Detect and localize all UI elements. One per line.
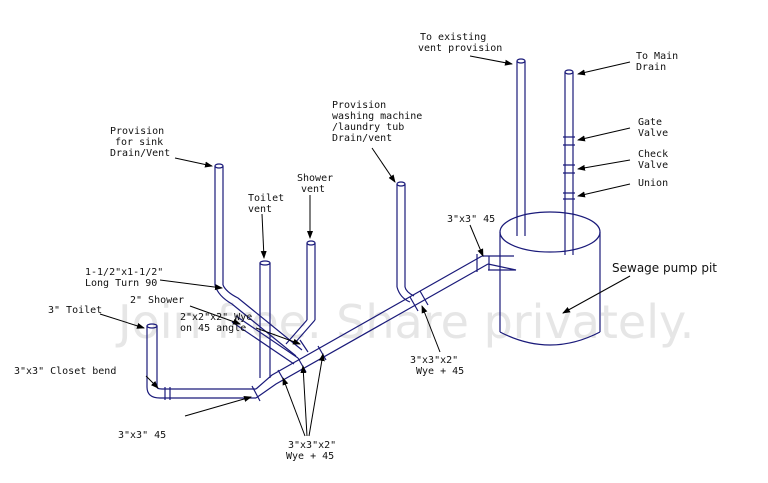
leader-closet-bend [145, 375, 159, 389]
leader-check-valve [577, 159, 631, 171]
sewage-pit-top [499, 211, 601, 253]
label-sink-line3: Drain/Vent [110, 148, 170, 159]
label-washer-line4: Drain/vent [332, 133, 392, 144]
label-sewage-pit: Sewage pump pit [612, 261, 717, 275]
label-long-turn-line2: Long Turn 90 [85, 278, 157, 289]
leader-3x3-45-lower [184, 396, 252, 417]
main-horizontal-pipe [160, 388, 256, 399]
leader-washer [371, 147, 396, 183]
fitting-3x3-45-lower-shape [251, 385, 261, 402]
leader-main-drain [577, 61, 631, 76]
label-wye-2x2x2-line1: 2"x2"x2" Wye [180, 312, 252, 323]
watermark: Join free. Share privately. [115, 295, 694, 349]
main-drain-pipe [564, 72, 574, 255]
leader-long-turn [159, 279, 223, 291]
label-existing-vent-line1: To existing [420, 32, 486, 43]
fitting-3x3-45-upper-shape [476, 254, 490, 272]
label-gate-valve-line1: Gate [638, 117, 662, 128]
leader-3x3-45-upper [469, 224, 484, 257]
leader-wye-bottom-3 [308, 353, 325, 437]
label-shower-2in: 2" Shower [130, 295, 184, 306]
vent-provision-opening [516, 58, 526, 64]
label-wye-2x2x2-line2: on 45 angle [180, 323, 246, 334]
label-washer-line3: /laundry tub [332, 122, 404, 133]
label-long-turn-line1: 1-1/2"x1-1/2" [85, 267, 163, 278]
label-existing-vent-line2: vent provision [418, 43, 502, 54]
toilet-vent-pipe [259, 263, 271, 378]
label-wye-right-line1: 3"x3"x2" [410, 355, 458, 366]
label-gate-valve-line2: Valve [638, 128, 668, 139]
sink-riser-pipe [214, 166, 224, 285]
label-washer-line1: Provision [332, 100, 386, 111]
label-washer-line2: washing machine [332, 111, 422, 122]
shower-branch-pipe [231, 315, 299, 365]
leader-sewage-pit [562, 275, 631, 314]
label-sink-line2: for sink [115, 137, 163, 148]
pit-inlet-pipe [482, 255, 517, 271]
gate-valve-shape [563, 136, 575, 146]
wye-right-fitting [409, 290, 429, 312]
label-3x3-45-lower: 3"x3" 45 [118, 430, 166, 441]
label-wye-bottom-line1: 3"x3"x2" [288, 440, 336, 451]
washer-elbow [396, 286, 415, 303]
leader-gate-valve [577, 127, 631, 142]
leader-shower-2in [189, 305, 241, 325]
main-drain-opening [564, 69, 574, 75]
label-main-drain-line1: To Main [636, 51, 678, 62]
leader-union [577, 183, 631, 198]
leader-toilet-vent [260, 213, 267, 259]
washer-riser-pipe [396, 184, 406, 287]
pipe-network [146, 58, 601, 402]
sewage-pit-walls [499, 232, 601, 332]
leader-toilet-3in [99, 313, 145, 329]
union-shape [563, 192, 575, 200]
shower-vent-pipe [306, 243, 316, 320]
leader-wye-bottom-2 [300, 365, 308, 437]
leader-existing-vent [469, 55, 513, 66]
closet-bend-pipe [146, 386, 163, 399]
vent-provision-pipe [516, 61, 526, 236]
check-valve-shape [563, 164, 575, 174]
label-wye-bottom-line2: Wye + 45 [286, 451, 334, 462]
label-closet-bend: 3"x3" Closet bend [14, 366, 116, 377]
label-check-valve-line2: Valve [638, 160, 668, 171]
toilet-vent-opening [259, 260, 271, 266]
shower-vent-opening [306, 240, 316, 246]
label-3x3-45-upper: 3"x3" 45 [447, 214, 495, 225]
leader-wye-right [421, 305, 441, 353]
leader-lines [99, 55, 631, 437]
label-sink-line1: Provision [110, 126, 164, 137]
main-diagonal-pipe [255, 255, 489, 399]
leader-wye-bottom-1 [282, 377, 306, 437]
labels: To existing vent provision To Main Drain… [14, 32, 717, 462]
label-toilet-vent-line1: Toilet [248, 193, 284, 204]
leader-wye-2x2x2 [255, 327, 301, 345]
sewage-pit-bottom [499, 331, 601, 346]
label-union: Union [638, 178, 668, 189]
leader-sink [174, 157, 213, 168]
washer-riser-opening [396, 181, 406, 187]
sink-riser-opening [214, 163, 224, 169]
label-shower-vent-line1: Shower [297, 173, 333, 184]
label-toilet-3in: 3" Toilet [48, 305, 102, 316]
toilet-riser-opening [146, 323, 158, 329]
label-check-valve-line1: Check [638, 149, 668, 160]
label-main-drain-line2: Drain [636, 62, 666, 73]
label-toilet-vent-line2: vent [248, 204, 272, 215]
label-wye-right-line2: Wye + 45 [416, 366, 464, 377]
label-shower-vent-line2: vent [301, 184, 325, 195]
coupling-1 [164, 387, 171, 400]
